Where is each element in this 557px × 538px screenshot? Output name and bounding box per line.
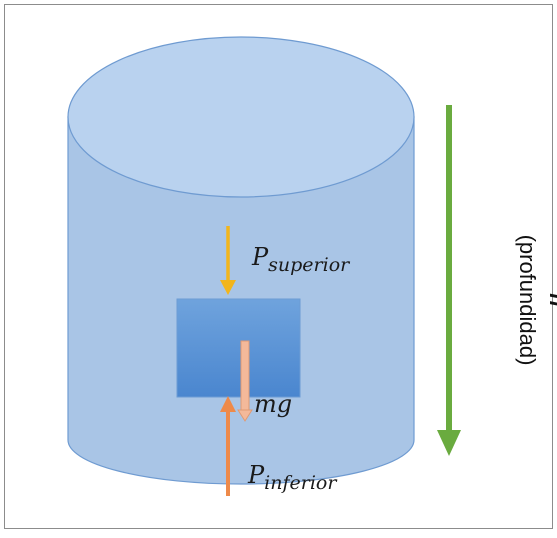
depth-text: (profundidad) [515,235,540,366]
depth-arrow-icon [437,105,461,456]
cylinder-top [67,36,415,198]
depth-label: h (profundidad) [515,235,557,366]
p-superior-arrow-icon [220,226,236,295]
figure-border [4,4,553,529]
depth-symbol: h [545,293,557,306]
weight-label: mg [254,390,292,418]
weight-arrow-icon [237,340,253,422]
submerged-block-icon [176,298,301,398]
p-superior-label: Psuperior [251,243,351,276]
p-inferior-arrow-icon [220,396,236,496]
p-inferior-label: Pinferior [247,461,338,494]
cylinder-icon [67,36,415,485]
